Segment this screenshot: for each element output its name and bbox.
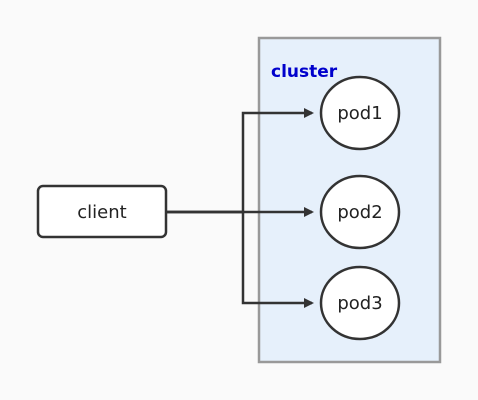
edges	[166, 108, 314, 308]
pod-node-1-shape	[319, 75, 401, 151]
pod-node-1-label: pod1	[337, 103, 382, 124]
client-node-label: client	[77, 202, 126, 223]
pod-node-3-label: pod3	[337, 293, 382, 314]
edge-client-pod3	[166, 210, 314, 308]
client-node[interactable]: client	[36, 184, 168, 239]
cluster-label: cluster	[271, 62, 338, 82]
pod-node-2-label: pod2	[337, 202, 382, 223]
pod-node-3-shape	[319, 265, 401, 341]
pod-node-3[interactable]: pod3	[319, 265, 401, 341]
pod-node-1[interactable]: pod1	[319, 75, 401, 151]
client-node-box	[36, 184, 168, 239]
pod-node-2-shape	[319, 174, 401, 250]
pod-node-2[interactable]: pod2	[319, 174, 401, 250]
